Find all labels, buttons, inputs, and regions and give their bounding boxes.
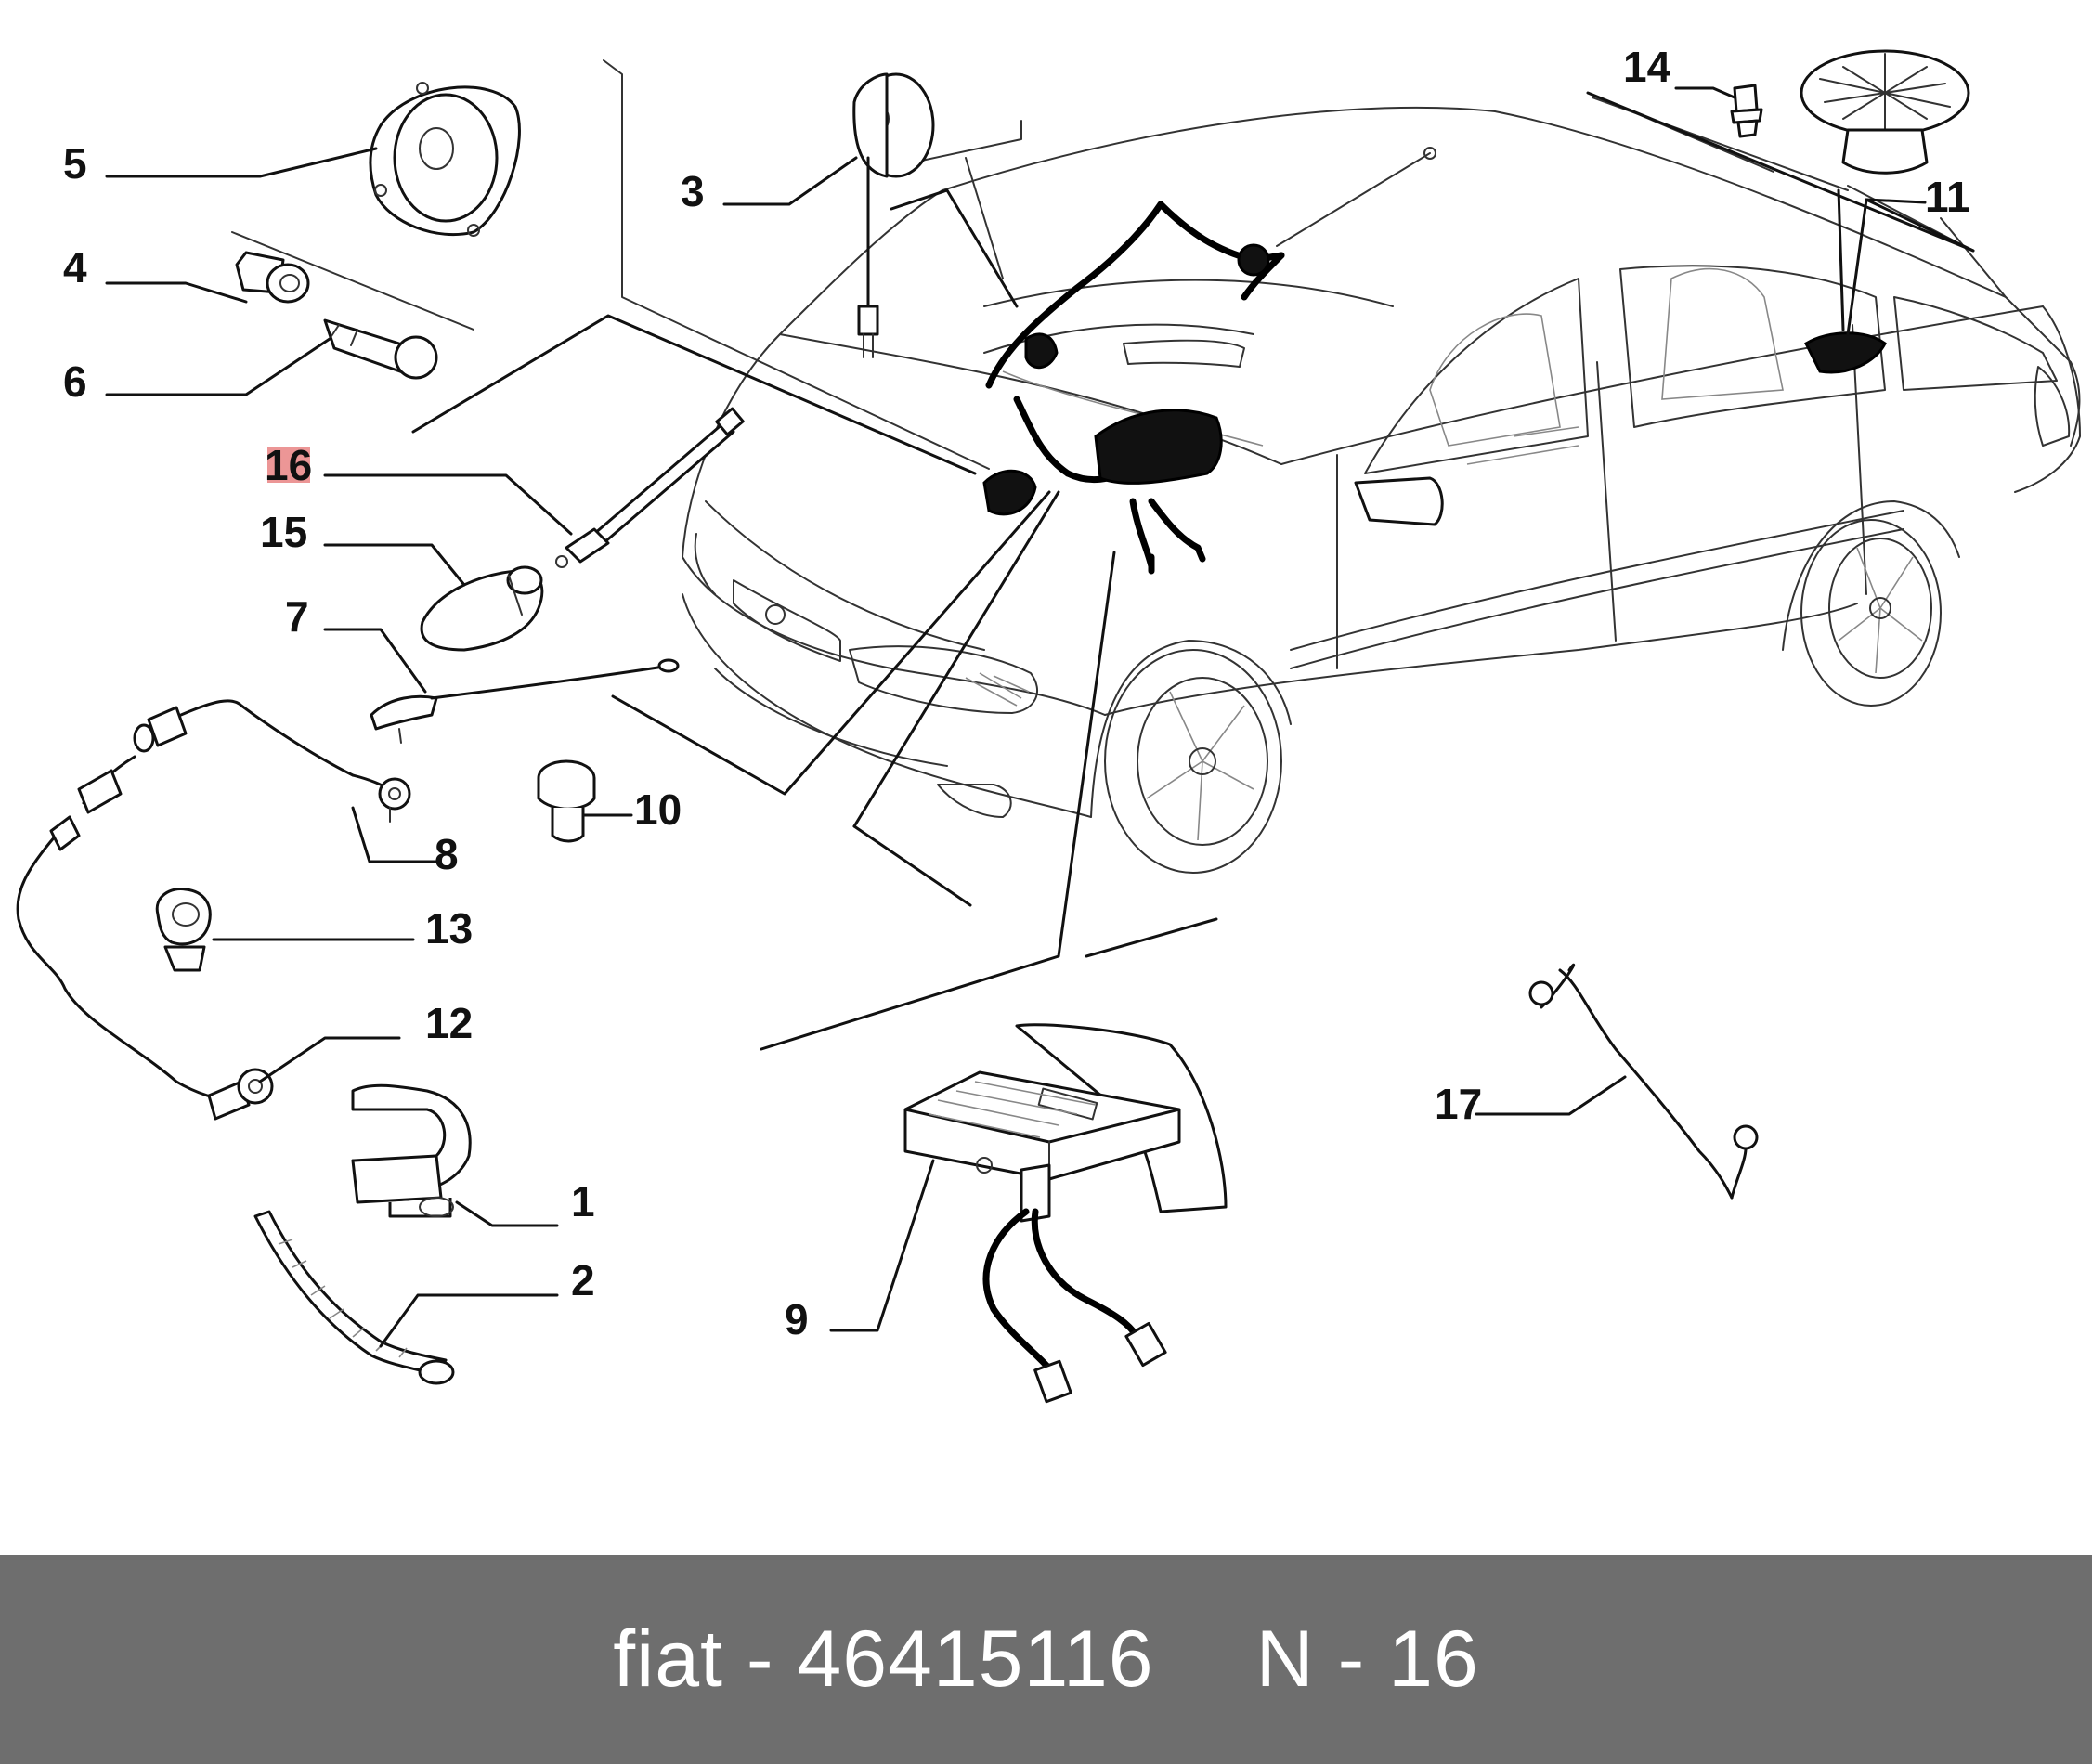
part-17-ground-cable (1528, 963, 1759, 1200)
footer-code: N - 16 (1255, 1615, 1479, 1704)
part-14-bolt (1730, 84, 1763, 138)
callout-label-4: 4 (63, 243, 87, 292)
callout-label-11: 11 (1925, 173, 1970, 221)
callout-label-15: 15 (260, 508, 307, 556)
leader-lines (231, 59, 2007, 1051)
callout-label-3: 3 (681, 167, 705, 215)
part-16-antenna-rod (555, 407, 745, 568)
callout-label-2: 2 (571, 1256, 595, 1304)
callout-label-8: 8 (435, 830, 459, 878)
callout-label-12: 12 (425, 999, 473, 1047)
part-2-cable-tie (253, 1210, 455, 1385)
part-9-radio-unit (903, 1023, 1228, 1404)
car-illustration (682, 106, 2081, 874)
callout-label-9: 9 (785, 1295, 809, 1343)
callout-label-6: 6 (63, 357, 87, 406)
callout-labels: 5 4 6 3 16 15 7 8 13 12 1 2 9 10 14 11 1… (63, 43, 1970, 1343)
footer-part-number: 46415116 (797, 1615, 1154, 1704)
callout-label-10: 10 (634, 785, 682, 834)
callout-label-16: 16 (265, 441, 312, 489)
parts-diagram: 5 4 6 3 16 15 7 8 13 12 1 2 9 10 14 11 1… (16, 43, 2081, 1404)
part-4-grommet (235, 251, 310, 304)
callout-label-5: 5 (63, 139, 87, 188)
callout-leaders (105, 86, 1927, 1348)
footer-separator: - (722, 1615, 798, 1704)
part-15-antenna-base (420, 565, 544, 652)
part-8-12-coaxial-cable (16, 699, 411, 1121)
part-6-bushing (323, 318, 438, 380)
part-11-rear-speaker (1800, 49, 1970, 175)
part-7-cable (370, 658, 680, 744)
part-1-clip (351, 1083, 472, 1218)
callout-label-7: 7 (285, 592, 309, 641)
callout-label-17: 17 (1435, 1080, 1482, 1128)
wiring-harness (982, 201, 1887, 575)
footer-bar: fiat - 46415116 N - 16 (0, 1555, 2092, 1764)
callout-label-14: 14 (1623, 43, 1671, 91)
callout-label-13: 13 (425, 904, 473, 953)
callout-label-1: 1 (571, 1177, 595, 1226)
highlight-marker (267, 447, 310, 483)
part-10-plug (537, 759, 596, 843)
footer-brand: fiat (613, 1615, 723, 1704)
part-5-speaker-housing (369, 82, 521, 237)
part-3-speaker (852, 72, 935, 358)
part-13-clip (155, 887, 212, 972)
